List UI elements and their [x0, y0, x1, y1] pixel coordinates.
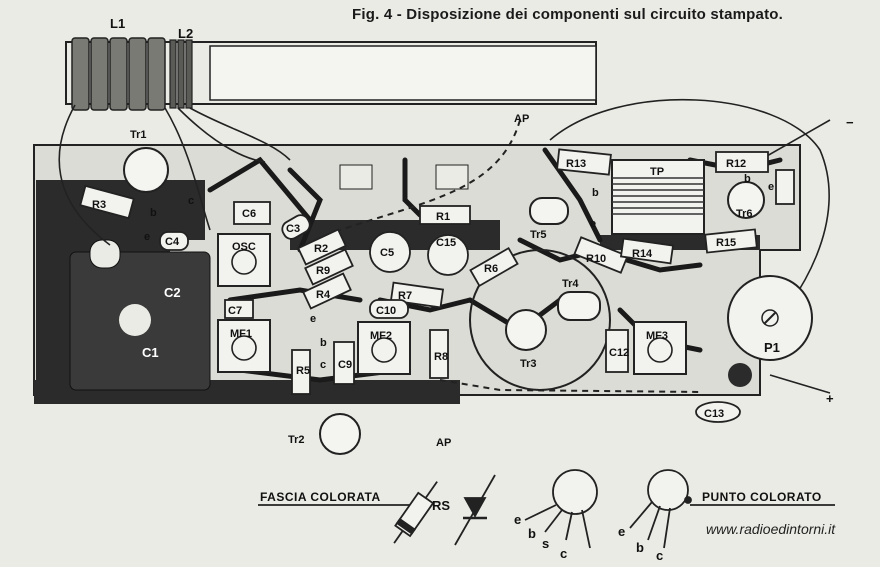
label-r9: R9	[316, 265, 330, 277]
label-legend-e2: e	[618, 524, 625, 539]
label-tr1: Tr1	[130, 129, 147, 141]
label-c7: C7	[228, 305, 242, 317]
label-pin-b-tr1: b	[150, 207, 157, 219]
label-c1: C1	[142, 345, 159, 360]
label-legend-c1: c	[560, 546, 567, 561]
potentiometer-p1	[727, 275, 813, 387]
label-r6: R6	[484, 263, 498, 275]
label-fascia-colorata: FASCIA COLORATA	[260, 490, 381, 504]
figure-caption: Fig. 4 - Disposizione dei componenti sul…	[352, 6, 784, 23]
label-r5: R5	[296, 365, 310, 377]
label-ap-bottom: AP	[436, 437, 451, 449]
label-c6: C6	[242, 208, 256, 220]
label-tr2: Tr2	[288, 434, 305, 446]
transistor-cans	[123, 147, 765, 455]
label-mf2: MF2	[370, 330, 392, 342]
label-pin-e-tr2: e	[310, 313, 316, 325]
label-legend-s1: s	[542, 536, 549, 551]
label-r12: R12	[726, 158, 746, 170]
label-osc: OSC	[232, 241, 256, 253]
label-l2: L2	[178, 26, 193, 41]
label-pin-e-tr5: e	[590, 218, 596, 230]
label-r2: R2	[314, 243, 328, 255]
label-l1: L1	[110, 16, 125, 31]
capacitor-bodies	[159, 169, 795, 423]
label-c3: C3	[286, 223, 300, 235]
watermark: www.radioedintorni.it	[706, 521, 836, 537]
label-tr4: Tr4	[562, 278, 579, 290]
speaker-outline	[469, 249, 611, 391]
label-r15: R15	[716, 237, 736, 249]
label-legend-e1: e	[514, 512, 521, 527]
output-transformer-tp	[611, 159, 705, 235]
ferrite-antenna	[65, 37, 597, 111]
label-legend-b1: b	[528, 526, 536, 541]
label-c15: C15	[436, 237, 456, 249]
label-c9: C9	[338, 359, 352, 371]
label-pin-c-tr1: c	[188, 195, 194, 207]
label-legend-c2: c	[656, 548, 663, 563]
label-tr5: Tr5	[530, 229, 547, 241]
label-r10: R10	[586, 253, 606, 265]
coil-l2	[169, 39, 193, 109]
resistor-bodies	[79, 148, 769, 395]
label-c13: C13	[704, 408, 724, 420]
label-c2: C2	[164, 285, 181, 300]
label-pin-e-tr6: e	[768, 181, 774, 193]
label-r14: R14	[632, 248, 653, 260]
component-labels: L1 L2 AP − + Tr1 Tr2 Tr3 Tr4 Tr5 Tr6 R1 …	[92, 16, 854, 563]
label-tp: TP	[650, 166, 664, 178]
legend-symbols	[258, 469, 835, 549]
label-r7: R7	[398, 290, 412, 302]
label-r4: R4	[316, 289, 331, 301]
label-c5: C5	[380, 247, 394, 259]
label-rs: RS	[432, 498, 450, 513]
antenna-leads	[58, 104, 291, 246]
label-c12: C12	[609, 347, 629, 359]
label-tr6: Tr6	[736, 208, 753, 220]
speaker-lead	[549, 98, 830, 341]
label-r8: R8	[434, 351, 448, 363]
label-c4: C4	[165, 236, 180, 248]
label-c10: C10	[376, 305, 396, 317]
label-punto-colorato: PUNTO COLORATO	[702, 490, 822, 504]
label-pin-e-tr1: e	[144, 231, 150, 243]
label-r1: R1	[436, 211, 450, 223]
label-pin-b-tr2: b	[320, 337, 327, 349]
label-r3: R3	[92, 199, 106, 211]
label-mf3: MF3	[646, 330, 668, 342]
label-plus: +	[826, 391, 834, 406]
label-minus: −	[846, 115, 854, 130]
label-pin-b-tr5: b	[592, 187, 599, 199]
label-mf1: MF1	[230, 328, 252, 340]
dashed-ap-line	[339, 119, 701, 393]
if-cans	[217, 233, 687, 375]
label-p1: P1	[764, 340, 780, 355]
coil-l1	[71, 37, 166, 111]
label-pin-c-tr2: c	[320, 359, 326, 371]
label-legend-b2: b	[636, 540, 644, 555]
label-tr3: Tr3	[520, 358, 537, 370]
label-ap-top: AP	[514, 113, 529, 125]
label-pin-b-tr6: b	[744, 173, 751, 185]
label-r13: R13	[566, 158, 586, 170]
